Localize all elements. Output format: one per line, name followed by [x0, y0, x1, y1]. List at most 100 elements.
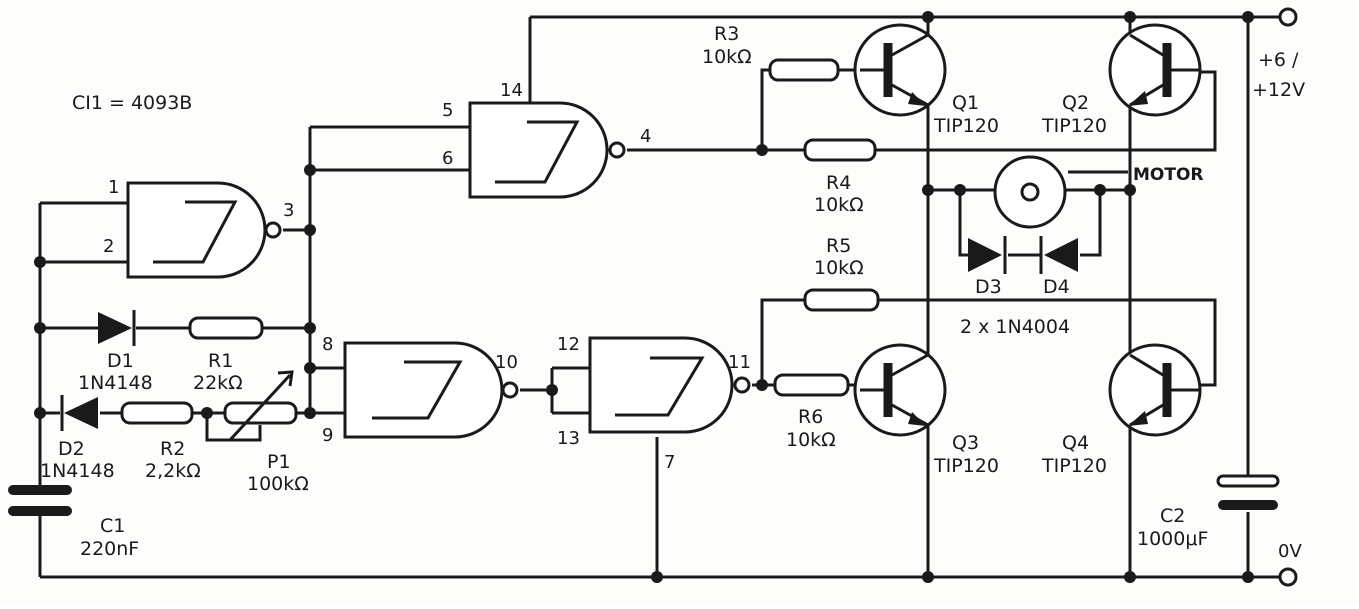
supply-label-line2: +12V — [1252, 79, 1305, 101]
resistor-r5 — [803, 288, 880, 312]
capacitor-c2 — [1216, 474, 1280, 510]
junction-dot — [304, 164, 316, 176]
pin-label: 14 — [500, 80, 523, 101]
p1-ref: P1 — [267, 451, 291, 473]
junction-dot — [201, 407, 213, 419]
junction-dot — [1242, 11, 1254, 23]
r2-value: 2,2kΩ — [145, 460, 201, 482]
transistor-q2 — [1108, 23, 1202, 117]
resistor-r3 — [768, 58, 840, 82]
junction-dot — [1242, 571, 1254, 583]
d3-d4-value: 2 x 1N4004 — [960, 316, 1070, 338]
junction-dot — [34, 256, 46, 268]
c2-value: 1000μF — [1137, 528, 1208, 550]
ground-label: 0V — [1278, 541, 1302, 562]
pin-label: 6 — [442, 148, 453, 169]
r1-ref: R1 — [208, 350, 233, 372]
nand-gate-d — [588, 336, 751, 434]
motor — [993, 155, 1128, 229]
q3-value: TIP120 — [933, 455, 999, 477]
resistor-r2 — [120, 401, 194, 425]
r3-ref: R3 — [714, 23, 739, 45]
junction-dot — [922, 11, 934, 23]
pin-label: 4 — [640, 126, 651, 147]
r4-ref: R4 — [826, 172, 851, 194]
nand-gate-b — [468, 101, 626, 199]
r2-ref: R2 — [160, 438, 185, 460]
junctions — [34, 11, 1254, 583]
nand-gate-c — [343, 341, 519, 439]
ic-label: CI1 = 4093B — [72, 92, 192, 114]
pin-label: 1 — [108, 177, 119, 198]
diode-d4 — [1039, 236, 1078, 274]
junction-dot — [304, 224, 316, 236]
pin-label: 12 — [557, 334, 580, 355]
r5-ref: R5 — [826, 235, 851, 257]
supply-label-line1: +6 / — [1258, 49, 1299, 71]
capacitor-c1 — [8, 475, 72, 522]
transistor-q4 — [1108, 343, 1202, 437]
q4-ref: Q4 — [1062, 432, 1089, 454]
wires — [38, 15, 1280, 579]
potentiometer-p1 — [223, 370, 298, 442]
r1-value: 22kΩ — [193, 372, 243, 394]
resistor-r4 — [803, 138, 877, 162]
pin-label: 10 — [495, 352, 518, 373]
c1-ref: C1 — [100, 515, 125, 537]
diode-d3 — [968, 236, 1007, 274]
junction-dot — [922, 184, 934, 196]
transistor-q3 — [853, 343, 947, 437]
pin-label: 5 — [442, 100, 453, 121]
pin-label: 9 — [322, 425, 333, 446]
p1-value: 100kΩ — [247, 473, 309, 495]
pin-label: 11 — [728, 352, 751, 373]
pin-label: 2 — [103, 236, 114, 257]
q4-value: TIP120 — [1041, 455, 1107, 477]
ground-terminal — [1278, 567, 1298, 587]
diode-d1 — [98, 310, 136, 346]
junction-dot — [922, 571, 934, 583]
schmitt-symbol — [372, 360, 463, 420]
nand-gate-a — [126, 181, 282, 279]
junction-dot — [1094, 184, 1106, 196]
schmitt-symbol — [495, 120, 580, 184]
junction-dot — [34, 322, 46, 334]
junction-dot — [304, 407, 316, 419]
r6-ref: R6 — [798, 406, 823, 428]
junction-dot — [954, 184, 966, 196]
junction-dot — [756, 144, 768, 156]
q1-value: TIP120 — [933, 115, 999, 137]
r5-value: 10kΩ — [814, 257, 864, 279]
r3-value: 10kΩ — [702, 46, 752, 68]
junction-dot — [651, 571, 663, 583]
q2-value: TIP120 — [1041, 115, 1107, 137]
diode-d2 — [60, 395, 98, 431]
d3-ref: D3 — [975, 276, 1002, 298]
junction-dot — [756, 379, 768, 391]
d4-ref: D4 — [1043, 276, 1070, 298]
junction-dot — [1124, 571, 1136, 583]
transistor-q1 — [853, 23, 947, 117]
junction-dot — [1124, 184, 1136, 196]
r6-value: 10kΩ — [786, 429, 836, 451]
positive-terminal — [1278, 7, 1298, 27]
junction-dot — [304, 362, 316, 374]
r4-value: 10kΩ — [814, 194, 864, 216]
q3-ref: Q3 — [952, 432, 979, 454]
resistor-r1 — [188, 316, 264, 340]
pin-label: 13 — [557, 428, 580, 449]
c1-value: 220nF — [80, 538, 139, 560]
motor-label: MOTOR — [1133, 165, 1204, 185]
pin-label: 7 — [664, 452, 675, 473]
q1-ref: Q1 — [952, 92, 979, 114]
junction-dot — [34, 407, 46, 419]
resistor-r6 — [773, 373, 850, 397]
junction-dot — [304, 322, 316, 334]
pin-label: 8 — [322, 334, 333, 355]
schmitt-symbol — [153, 200, 238, 264]
d2-value: 1N4148 — [40, 460, 115, 482]
schmitt-symbol — [615, 356, 705, 417]
d1-value: 1N4148 — [78, 372, 153, 394]
